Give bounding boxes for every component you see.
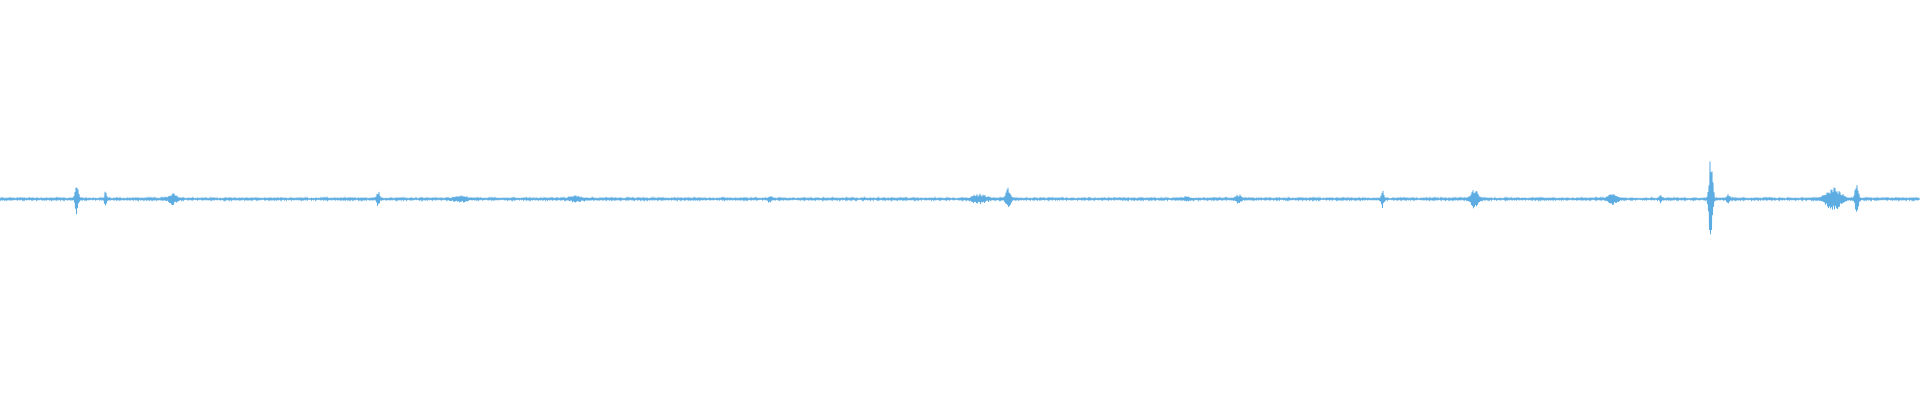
waveform-trace (0, 161, 1920, 235)
